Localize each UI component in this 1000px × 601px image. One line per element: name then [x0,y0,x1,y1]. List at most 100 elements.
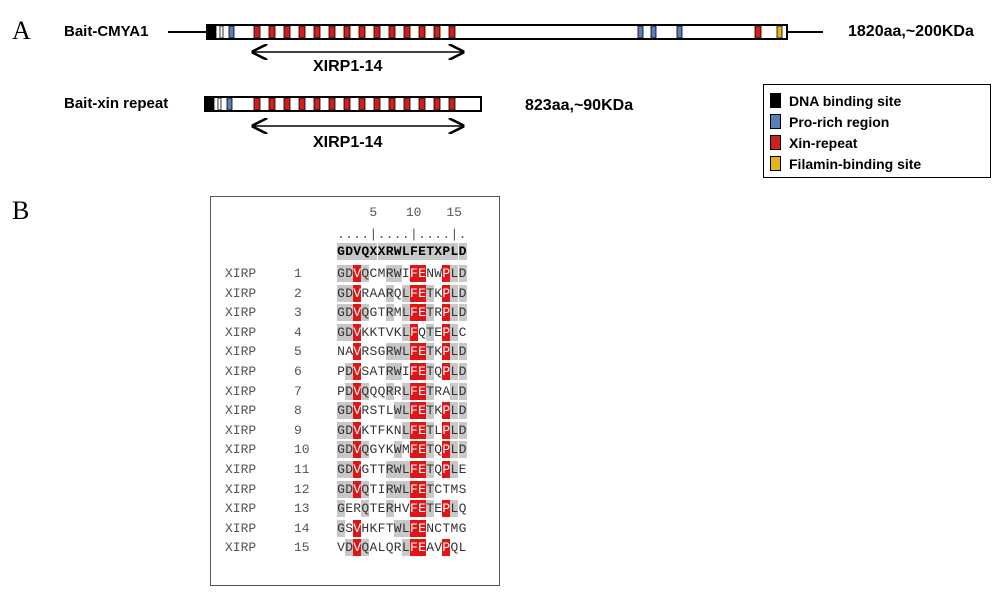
cmya1-xin-repeat-segment [253,25,261,39]
residue: P [442,441,451,459]
residue: Q [434,442,443,458]
residue: R [385,343,394,361]
cmya1-dna-binding-segment [207,25,217,39]
xin-xin-repeat-segment [283,97,291,111]
residue: G [337,480,345,498]
cmya1-range-label: XIRP1-14 [313,58,383,75]
ruler-mark: | [369,227,378,242]
row-number: 2 [294,285,302,301]
residue: T [377,305,386,321]
residue: S [458,481,467,497]
residue: R [361,344,370,360]
residue: L [401,323,410,341]
residue: C [458,324,467,340]
xin-xin-repeat-segment [298,97,306,111]
residue: A [369,540,378,556]
row-number: 7 [294,383,302,399]
row-name: XIRP [225,285,257,301]
consensus-residue: R [385,243,394,260]
residue: L [450,265,459,282]
consensus-residue: D [345,243,354,260]
residue: V [353,323,362,341]
residue: R [385,265,394,282]
residue: P [442,421,451,439]
cmya1-xin-repeat-segment [298,25,306,39]
residue: R [385,461,394,478]
ruler-mark: . [426,227,434,242]
residue: L [458,540,467,556]
residue: T [377,462,386,477]
residue: Q [458,501,467,517]
row-name: XIRP [225,403,257,419]
residue: T [385,520,394,536]
residue: D [345,461,354,478]
residue: A [377,285,386,301]
residue: K [369,324,378,340]
residue: T [442,481,451,497]
legend-swatch [770,93,781,108]
residue: D [345,421,354,439]
legend-label: Xin-repeat [789,134,858,151]
row-name: XIRP [225,481,257,497]
residue: T [426,480,435,498]
residue: L [450,382,459,400]
residue: K [361,422,370,438]
residue: D [458,304,467,322]
cmya1-xin-repeat-segment [448,25,456,39]
residue: M [450,481,459,497]
residue: Q [361,304,370,322]
residue: T [369,501,378,517]
residue: L [450,284,459,302]
row-name: XIRP [225,266,257,281]
residue: F [409,461,418,478]
residue: T [369,481,378,497]
residue: R [385,363,394,380]
residue: L [401,421,410,439]
ruler-number: 5 [369,205,378,220]
residue: L [401,402,410,420]
residue: I [401,266,410,281]
xin-xin-repeat-segment [388,97,396,111]
residue: E [418,500,426,518]
legend-label: Filamin-binding site [789,155,922,172]
residue: L [450,343,459,361]
residue: R [434,383,443,399]
row-number: 3 [294,305,302,321]
row-name: XIRP [225,344,257,360]
consensus-residue: T [426,243,435,260]
cmya1-pro-rich-segment [650,25,657,39]
residue: T [426,500,435,518]
residue: T [426,323,435,341]
residue: L [401,539,410,557]
residue: S [345,520,353,536]
row-name: XIRP [225,383,257,399]
residue: W [393,265,402,282]
cmya1-xin-repeat-segment [328,25,336,39]
residue: A [442,383,451,399]
residue: G [337,402,345,420]
residue: V [353,421,362,439]
ruler-mark: . [401,227,410,242]
residue: R [385,500,394,518]
residue: M [377,266,386,281]
xin-xin-repeat-segment [343,97,351,111]
ruler-mark: . [442,227,451,242]
residue: P [442,461,451,478]
residue: N [337,344,345,360]
cmya1-xin-repeat-segment [754,25,762,39]
consensus-residue: X [369,243,378,260]
residue: K [434,403,443,419]
residue: T [377,403,386,419]
residue: M [393,305,402,321]
row-number: 12 [294,481,310,497]
residue: W [393,480,402,498]
residue: L [401,382,410,400]
residue: V [353,284,362,302]
residue: V [353,441,362,459]
xin-range-label: XIRP1-14 [313,134,383,151]
residue: E [434,501,443,517]
consensus-residue: W [393,243,402,260]
residue: Q [369,383,378,399]
cmya1-xin-repeat-segment [373,25,381,39]
residue: G [337,519,345,537]
